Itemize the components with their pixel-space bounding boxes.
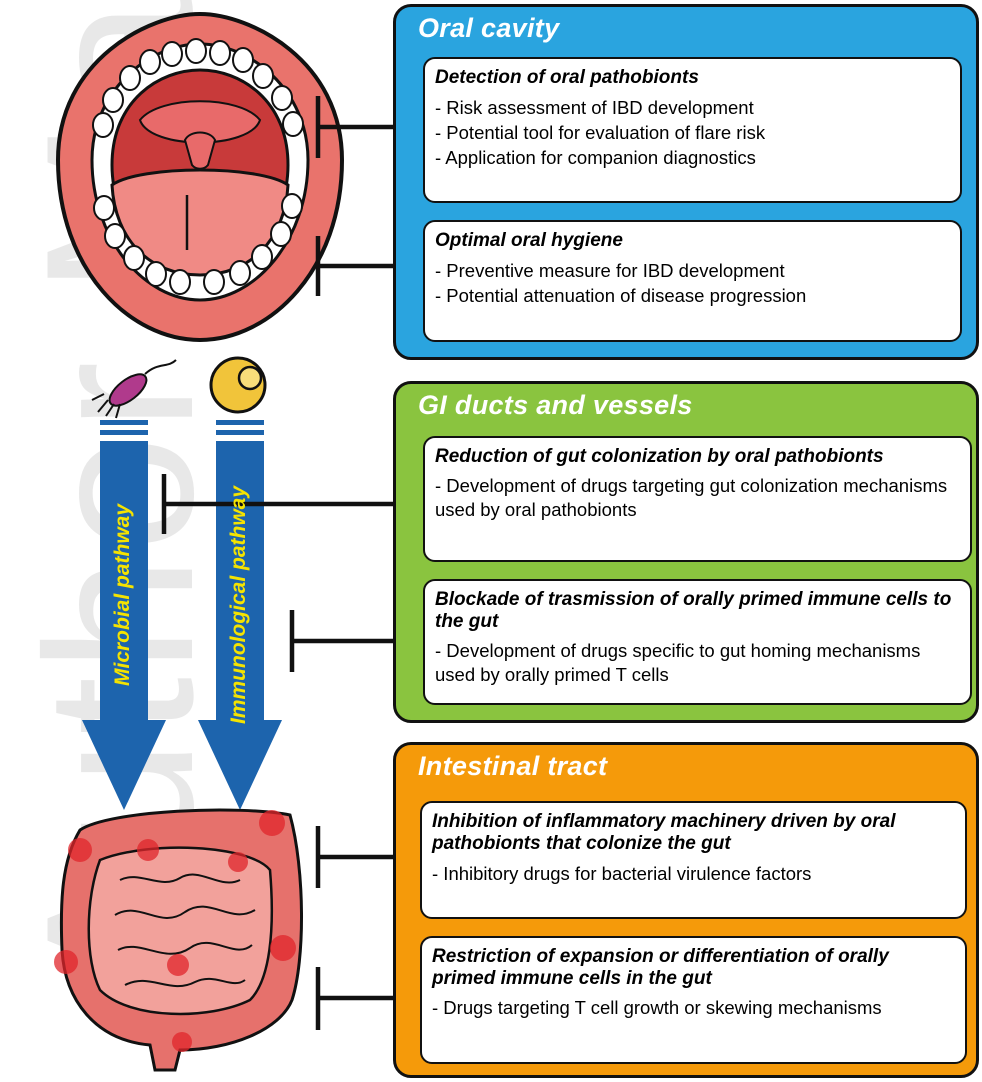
intestinal-tract-panel: Intestinal tract Inhibition of inflammat… bbox=[393, 742, 979, 1078]
card-title: Restriction of expansion or differentiat… bbox=[432, 946, 955, 990]
card-title: Optimal oral hygiene bbox=[435, 230, 950, 252]
card-title: Inhibition of inflammatory machinery dri… bbox=[432, 811, 955, 855]
microbial-pathway-label: Microbial pathway bbox=[111, 504, 135, 686]
card-title: Blockade of trasmission of orally primed… bbox=[435, 589, 960, 633]
colonization-card: Reduction of gut colonization by oral pa… bbox=[423, 436, 972, 562]
blockade-card: Blockade of trasmission of orally primed… bbox=[423, 579, 972, 705]
card-item: - Inhibitory drugs for bacterial virulen… bbox=[432, 861, 955, 886]
panel-title: Intestinal tract bbox=[418, 751, 607, 782]
gi-ducts-panel: GI ducts and vessels Reduction of gut co… bbox=[393, 381, 979, 723]
card-title: Reduction of gut colonization by oral pa… bbox=[435, 446, 960, 468]
intestine-illustration bbox=[54, 810, 302, 1070]
immunological-pathway-label: Immunological pathway bbox=[227, 486, 251, 724]
card-title: Detection of oral pathobionts bbox=[435, 67, 950, 89]
panel-title: GI ducts and vessels bbox=[418, 390, 693, 421]
mouth-illustration bbox=[58, 14, 342, 340]
card-item: - Potential attenuation of disease progr… bbox=[435, 283, 950, 308]
detection-card: Detection of oral pathobionts - Risk ass… bbox=[423, 57, 962, 203]
card-item: - Preventive measure for IBD development bbox=[435, 258, 950, 283]
card-item: - Risk assessment of IBD development bbox=[435, 95, 950, 120]
panel-title: Oral cavity bbox=[418, 13, 559, 44]
inhibition-card: Inhibition of inflammatory machinery dri… bbox=[420, 801, 967, 919]
oral-cavity-panel: Oral cavity Detection of oral pathobiont… bbox=[393, 4, 979, 360]
card-item: - Application for companion diagnostics bbox=[435, 145, 950, 170]
restriction-card: Restriction of expansion or differentiat… bbox=[420, 936, 967, 1064]
card-item: - Potential tool for evaluation of flare… bbox=[435, 120, 950, 145]
immune-cell-icon bbox=[211, 358, 265, 412]
card-item: - Development of drugs specific to gut h… bbox=[435, 639, 960, 687]
card-item: - Drugs targeting T cell growth or skewi… bbox=[432, 996, 955, 1020]
bacterium-icon bbox=[92, 360, 176, 418]
card-item: - Development of drugs targeting gut col… bbox=[435, 474, 960, 522]
hygiene-card: Optimal oral hygiene - Preventive measur… bbox=[423, 220, 962, 342]
